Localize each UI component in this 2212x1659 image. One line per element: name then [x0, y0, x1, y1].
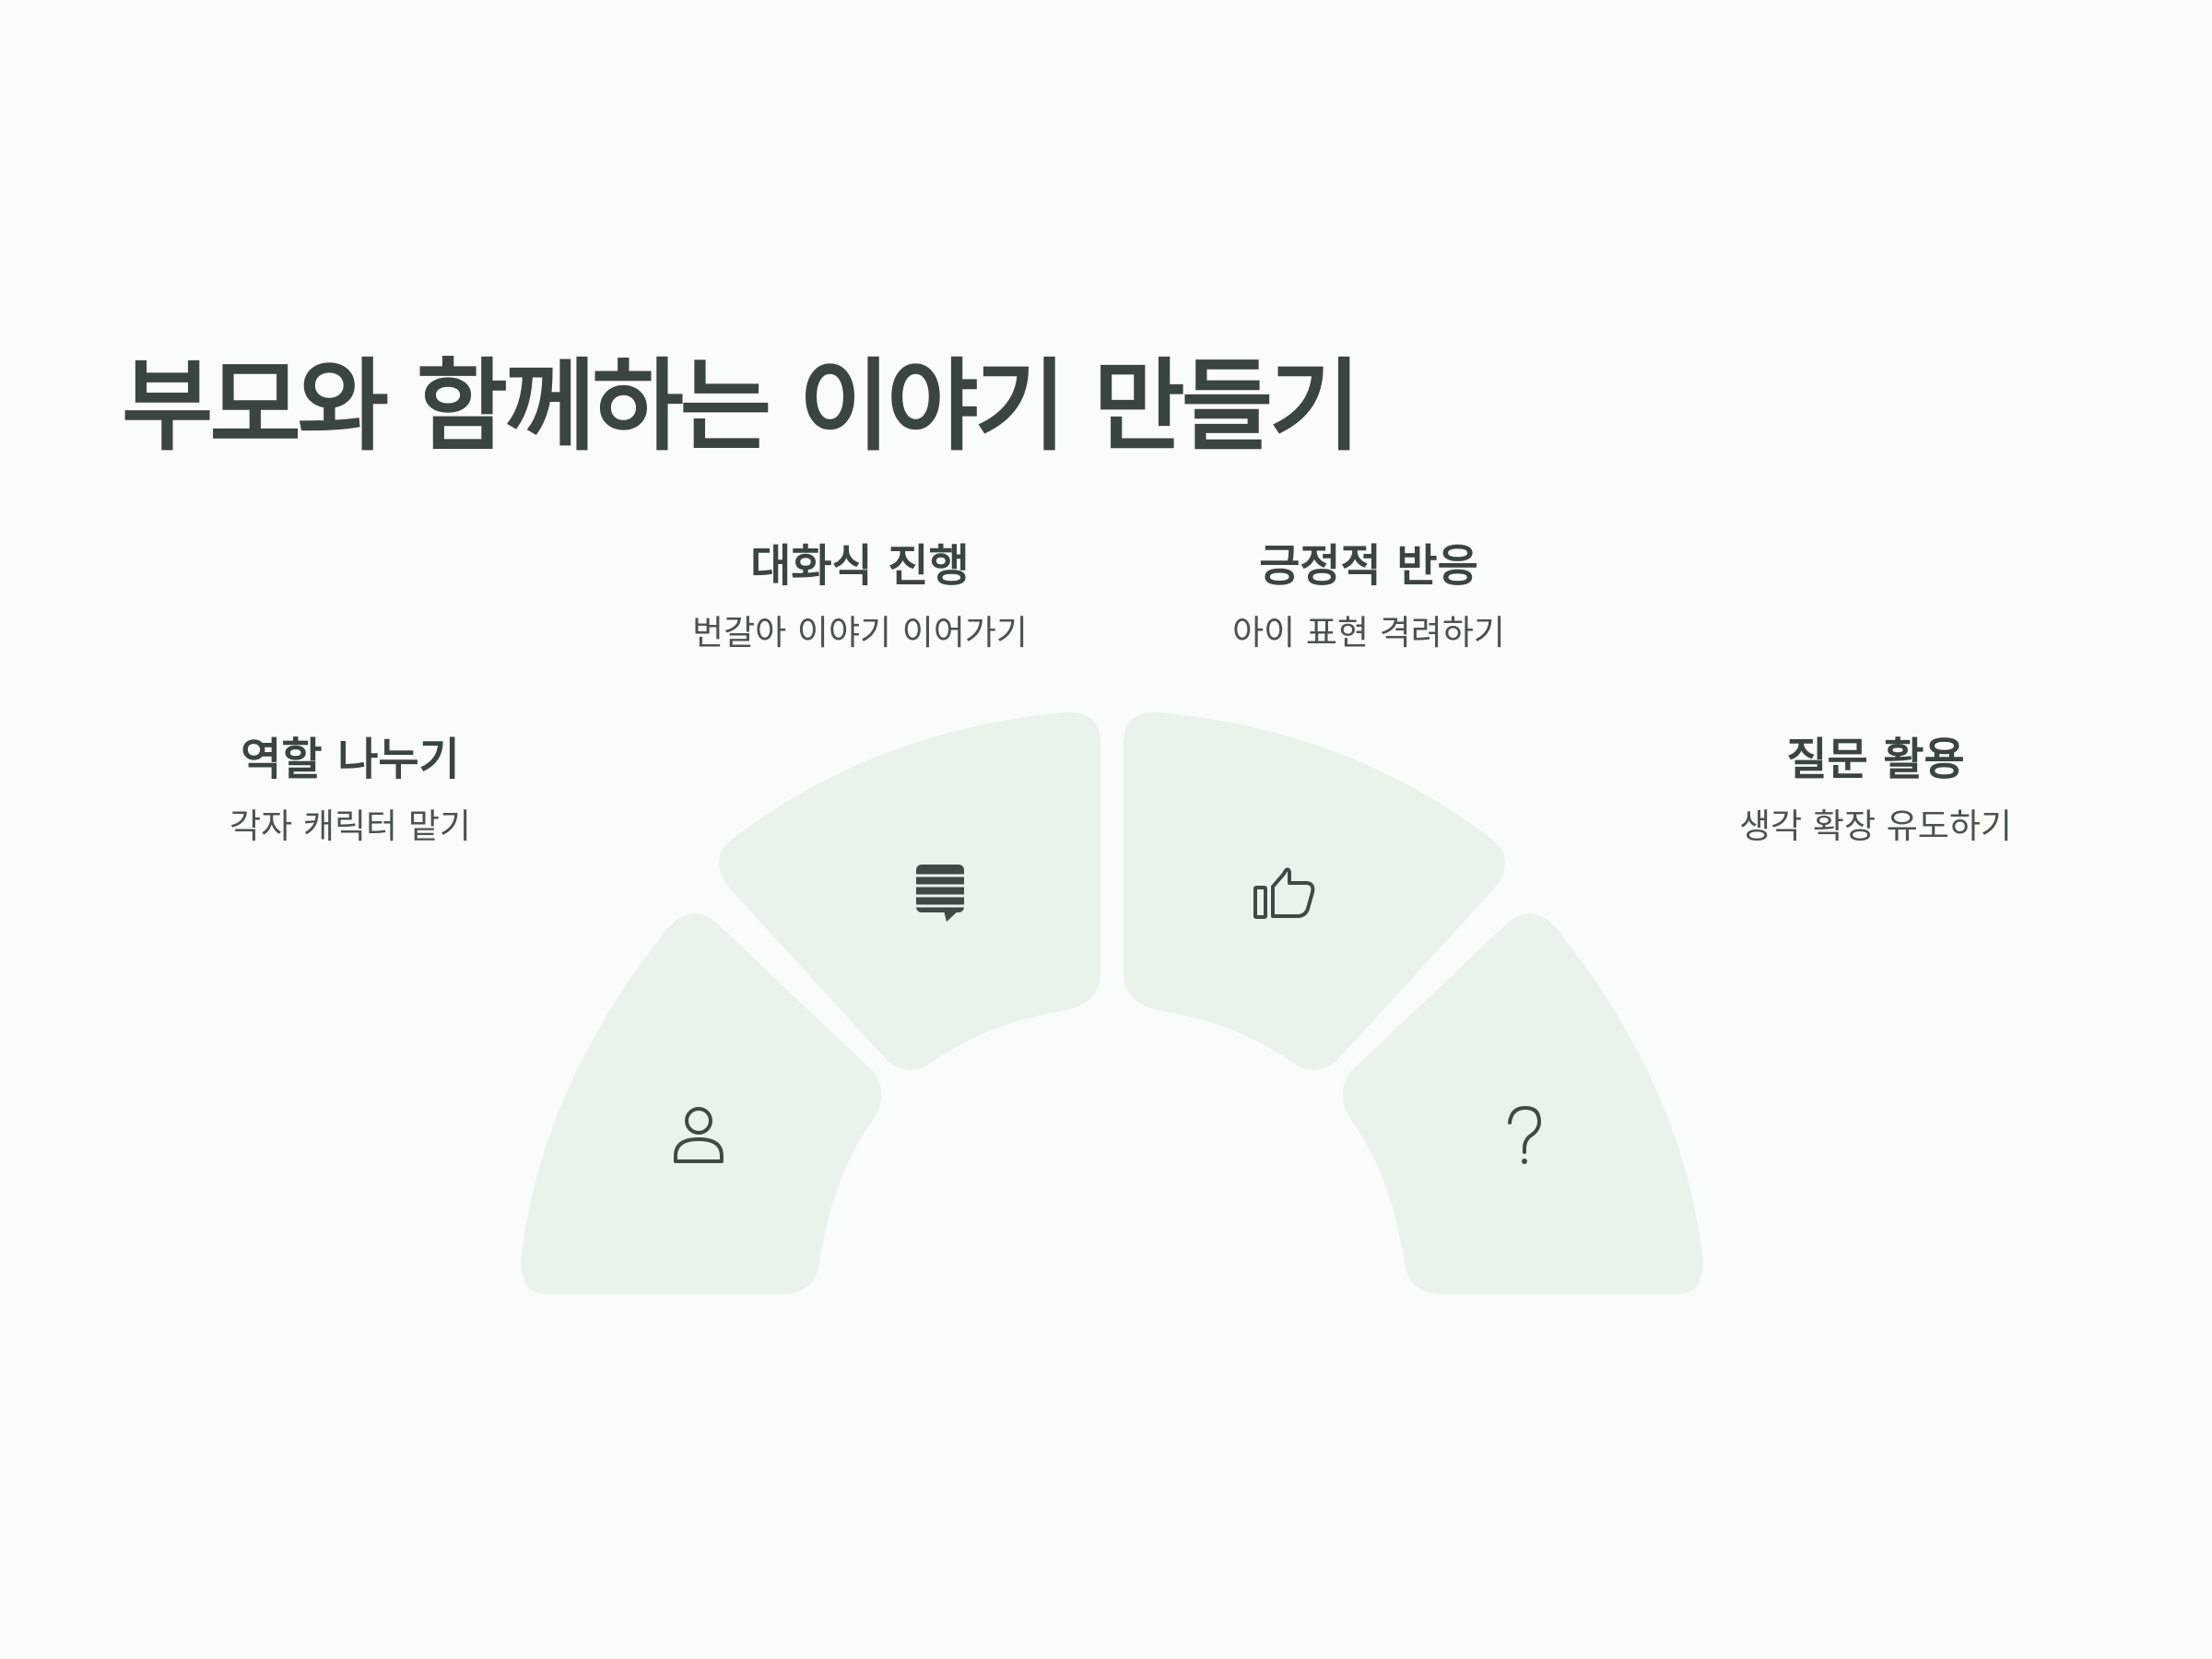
step-description: 생각 확장 유도하기 [1739, 806, 2012, 846]
step-heading: 질문 활용 [1786, 734, 1965, 785]
step-label-role: 역할 나누기 각자 캐릭터 맡기 [111, 737, 590, 843]
step-description: 각자 캐릭터 맡기 [229, 806, 471, 846]
person-icon [674, 1107, 724, 1163]
thumbs-up-icon [1253, 867, 1315, 919]
page-title: 부모와 함께하는 이야기 만들기 [122, 349, 1360, 465]
step-description: 번갈아 이야기 이어가기 [692, 613, 1028, 653]
step-description: 아이 표현 격려하기 [1232, 613, 1505, 653]
step-heading: 대화식 진행 [750, 540, 970, 592]
step-label-dialogue: 대화식 진행 번갈아 이야기 이어가기 [620, 544, 1100, 650]
question-mark-icon [1508, 1106, 1541, 1164]
arc-segment-dialogue [719, 712, 1100, 1071]
arc-segment-role [521, 913, 882, 1294]
step-heading: 역할 나누기 [241, 734, 460, 785]
step-label-positive: 긍정적 반응 아이 표현 격려하기 [1129, 544, 1608, 650]
arc-segment-question [1342, 913, 1703, 1294]
step-heading: 긍정적 반응 [1259, 540, 1478, 592]
speech-bubble-icon [916, 865, 964, 922]
step-label-question: 질문 활용 생각 확장 유도하기 [1636, 737, 2115, 843]
